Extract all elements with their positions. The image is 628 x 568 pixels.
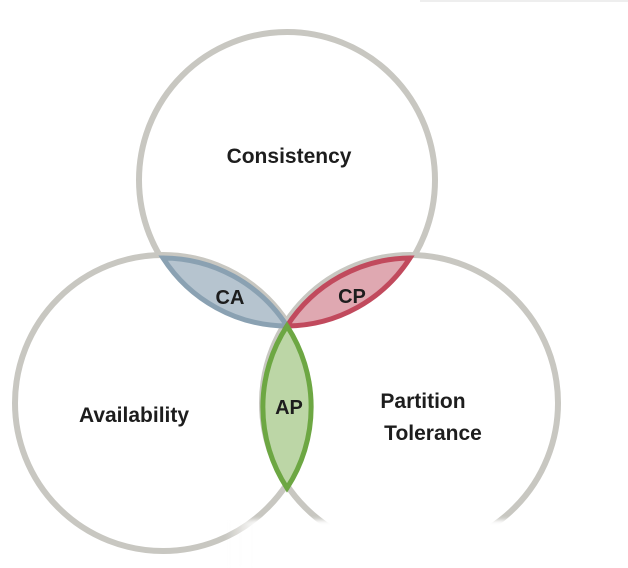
cp-intersection [282,255,415,329]
availability-label: Availability [79,404,189,427]
ca-label: CA [216,287,245,309]
top-edge-line [420,0,628,2]
consistency-label: Consistency [227,145,352,168]
cp-label: CP [338,286,366,308]
ap-intersection [260,321,314,493]
partition-label-line1: Partition [380,390,465,413]
bottom-blur-overlay [225,520,628,568]
partition-label-line2: Tolerance [384,422,482,445]
ap-label: AP [275,397,303,419]
